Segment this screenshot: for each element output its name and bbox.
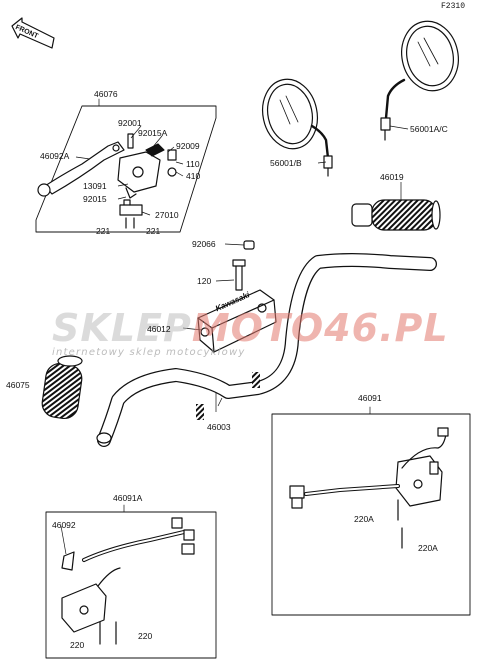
- part-label-92015a: 92015A: [138, 128, 168, 138]
- part-label-46092a: 46092A: [40, 151, 70, 161]
- part-label-13091: 13091: [83, 181, 107, 191]
- part-label-92001: 92001: [118, 118, 142, 128]
- part-label-92009: 92009: [176, 141, 200, 151]
- part-label-46076: 46076: [94, 89, 118, 99]
- left-switch-housing: [61, 517, 195, 645]
- part-label-220-right: 220: [138, 631, 153, 641]
- part-label-56001ac: 56001A/C: [410, 124, 448, 134]
- part-label-46075: 46075: [6, 380, 30, 390]
- watermark-brand: SKLEPMOTO46.PL: [52, 306, 449, 350]
- part-label-92015: 92015: [83, 194, 107, 204]
- left-switch-box: [45, 504, 217, 659]
- part-label-46019: 46019: [380, 172, 404, 182]
- brake-lever: [37, 141, 125, 197]
- handlebar-holder: [197, 289, 277, 353]
- part-label-27010: 27010: [155, 210, 179, 220]
- part-label-221-right: 221: [146, 226, 161, 236]
- right-mirror: [380, 20, 459, 141]
- part-label-220a-upper: 220A: [354, 514, 374, 524]
- diagram-code: F2310: [441, 2, 466, 11]
- handlebar: [96, 253, 437, 447]
- lever-holder: [117, 133, 177, 229]
- part-label-92066: 92066: [192, 239, 216, 249]
- part-label-56001b: 56001/B: [270, 158, 302, 168]
- part-label-46091: 46091: [358, 393, 382, 403]
- part-label-46003: 46003: [207, 422, 231, 432]
- part-label-110: 110: [186, 159, 200, 169]
- part-label-46092: 46092: [52, 520, 76, 530]
- watermark-brand-left: SKLEP: [52, 306, 192, 350]
- part-label-120: 120: [197, 276, 212, 286]
- part-label-220-left: 220: [70, 640, 85, 650]
- watermark-brand-right: MOTO46.PL: [191, 306, 449, 350]
- left-grip: [41, 355, 83, 420]
- watermark-tagline: internetowy sklep motocyklowy: [52, 347, 246, 358]
- right-switch-housing: [289, 427, 449, 549]
- part-label-46012: 46012: [147, 324, 171, 334]
- lever-assembly-box: [35, 98, 217, 233]
- part-label-220a-lower: 220A: [418, 543, 438, 553]
- part-label-410: 410: [186, 171, 201, 181]
- right-switch-box: [271, 406, 471, 616]
- right-grip: [351, 199, 441, 231]
- holder-bolt: [232, 240, 255, 291]
- front-arrow: [11, 17, 55, 49]
- part-label-46091a: 46091A: [113, 493, 143, 503]
- left-mirror: [262, 78, 333, 177]
- part-label-221-left: 221: [96, 226, 111, 236]
- leader-lines: [60, 125, 409, 555]
